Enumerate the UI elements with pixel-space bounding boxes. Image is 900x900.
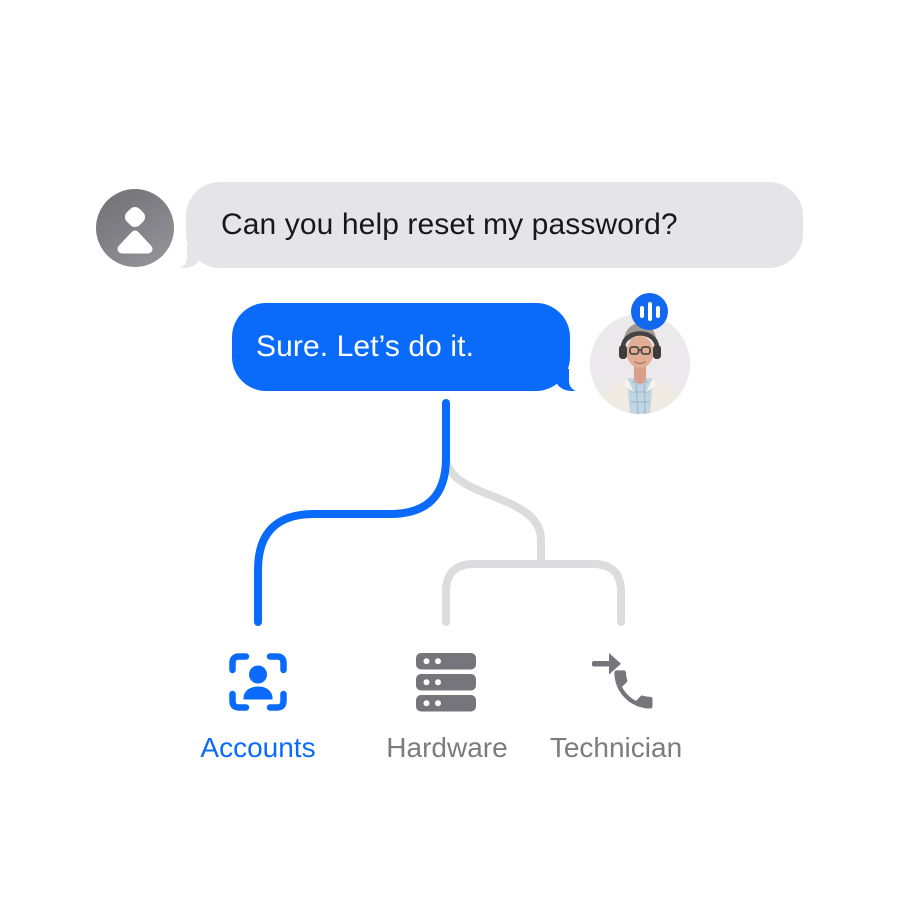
user-avatar	[96, 189, 174, 267]
connector-gray-arch	[442, 560, 625, 626]
connector-gray-branch	[442, 452, 545, 568]
user-message-bubble: Can you help reset my password?	[176, 182, 803, 269]
user-scan-icon[interactable]	[229, 653, 287, 711]
phone-forward-icon[interactable]	[592, 651, 660, 717]
connector-blue	[254, 399, 450, 626]
agent-message-text: Sure. Let’s do it.	[256, 330, 475, 363]
user-message-text: Can you help reset my password?	[221, 208, 678, 241]
agent-avatar	[590, 314, 690, 414]
option-label-technician[interactable]: Technician	[549, 732, 683, 763]
server-stack-icon[interactable]	[416, 653, 476, 712]
option-label-hardware[interactable]: Hardware	[386, 732, 508, 763]
option-label-accounts[interactable]: Accounts	[200, 732, 316, 763]
person-icon	[117, 206, 153, 254]
agent-portrait	[590, 314, 690, 414]
voice-waveform-icon	[631, 293, 668, 330]
agent-message-bubble: Sure. Let’s do it.	[232, 303, 580, 392]
